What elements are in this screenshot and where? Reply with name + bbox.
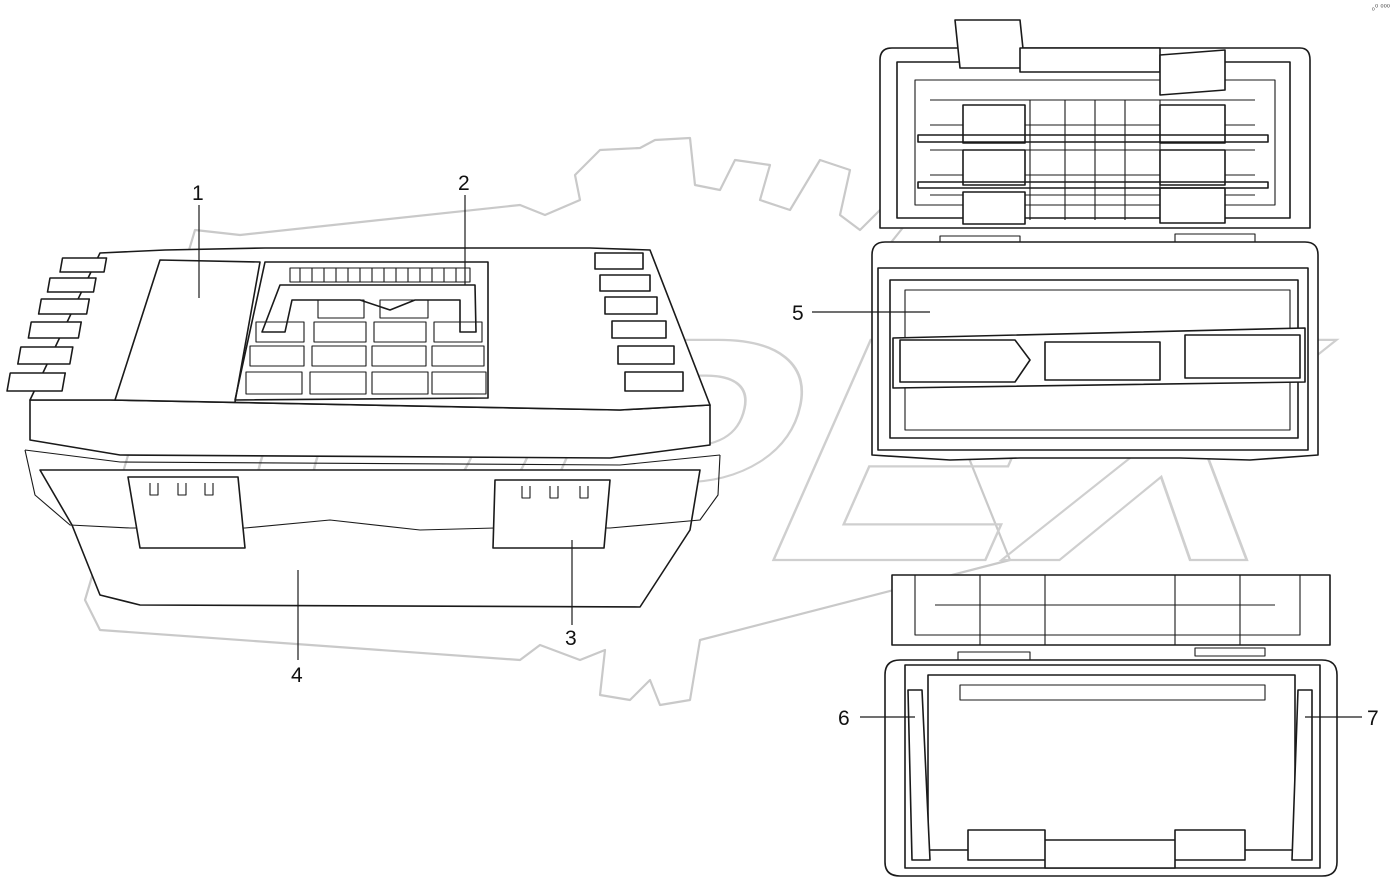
tray-bin-center	[1044, 341, 1161, 381]
organizer-cell	[431, 345, 485, 367]
open-base-rim	[877, 267, 1309, 451]
callout-2: 2	[458, 172, 470, 195]
compartment-lid	[17, 346, 74, 365]
compartment-lid	[611, 320, 667, 339]
organizer-cell	[371, 371, 429, 395]
organizer-cell	[311, 345, 367, 367]
right-compartment-lids	[594, 252, 684, 392]
compartment-lid	[46, 277, 97, 293]
callouts: 1 2 3 4 5 6 7	[192, 172, 1379, 730]
lid-cell-large	[1159, 187, 1226, 224]
tool-tray-bins	[892, 327, 1306, 389]
latch-right-body	[492, 479, 611, 549]
lid-left-panel	[114, 259, 261, 403]
callout-4: 4	[291, 664, 303, 687]
lid-grid	[917, 99, 1269, 225]
empty-hinges	[957, 647, 1266, 661]
organizer-cell	[433, 321, 483, 343]
toolbox-lid-top	[29, 247, 711, 411]
organizer-cell	[379, 299, 429, 319]
empty-base-rim	[904, 664, 1321, 869]
lid-cell-large	[962, 191, 1026, 225]
organizer-cell	[245, 371, 303, 395]
lid-handle	[954, 19, 1226, 96]
organizer-cell	[371, 345, 427, 367]
tray-bin-right	[1184, 334, 1301, 379]
latch-left	[127, 476, 246, 549]
organizer-cell	[255, 321, 305, 343]
empty-inner-ledge	[959, 684, 1266, 701]
organizer-cell	[249, 345, 305, 367]
lid-cell-large	[962, 149, 1026, 186]
lid-rails	[917, 134, 1269, 189]
organizer-tray	[261, 284, 477, 333]
compartment-lid	[624, 371, 684, 392]
toolbox-closed	[6, 247, 721, 608]
empty-base-frame	[884, 659, 1338, 877]
open-base-inner	[889, 279, 1299, 439]
compartment-lid	[604, 296, 658, 315]
organizer-cell	[431, 371, 487, 395]
organizer-slots-top	[289, 267, 471, 283]
side-partition-left	[907, 689, 931, 861]
empty-lid-grid	[914, 575, 1301, 646]
compartment-lid	[6, 372, 67, 392]
callout-6: 6	[838, 707, 850, 730]
organizer-cell	[313, 321, 367, 343]
side-partition-right	[1291, 689, 1313, 861]
watermark-gear	[83, 136, 1012, 707]
organizer-slot-dividers	[299, 268, 457, 282]
organizer-cell	[373, 321, 427, 343]
lid-cell-large	[1159, 149, 1226, 186]
lid-cell-large	[1159, 104, 1226, 144]
tray-bin-left	[899, 339, 1031, 383]
compartment-lid	[599, 274, 651, 292]
empty-lid-fragment	[891, 574, 1331, 646]
latch-right-slots	[521, 486, 589, 499]
organizer-cell	[309, 371, 367, 395]
left-compartment-lids	[6, 257, 108, 392]
lid-seam	[24, 449, 721, 466]
latch-right	[492, 479, 611, 549]
latch-left-slots	[149, 483, 214, 496]
callout-3: 3	[565, 627, 577, 650]
empty-base-feet	[967, 829, 1246, 869]
organizer-cells	[245, 299, 487, 395]
corner-mark: ₀⁰ ⁰⁰⁰	[1371, 3, 1390, 12]
compartment-lid	[594, 252, 644, 270]
compartment-lid	[617, 345, 675, 365]
toolbox-open-empty	[884, 574, 1338, 877]
organizer-cell	[317, 299, 365, 319]
organizer-slot-row	[289, 267, 471, 283]
compartment-lid	[59, 257, 108, 273]
compartment-lid	[27, 321, 83, 339]
callout-1: 1	[192, 182, 204, 205]
compartment-lid	[37, 298, 91, 315]
callout-7: 7	[1367, 707, 1379, 730]
open-lid-tray	[914, 79, 1276, 206]
lid-handle-right	[1159, 49, 1226, 96]
body-rim	[24, 449, 721, 531]
callout-5: 5	[792, 302, 804, 325]
lid-handle-bar	[1019, 47, 1161, 73]
lid-handle-top	[954, 19, 1026, 69]
lid-cell-large	[962, 104, 1026, 144]
toolbox-open-top-view	[871, 19, 1319, 461]
center-organizer	[234, 261, 489, 401]
